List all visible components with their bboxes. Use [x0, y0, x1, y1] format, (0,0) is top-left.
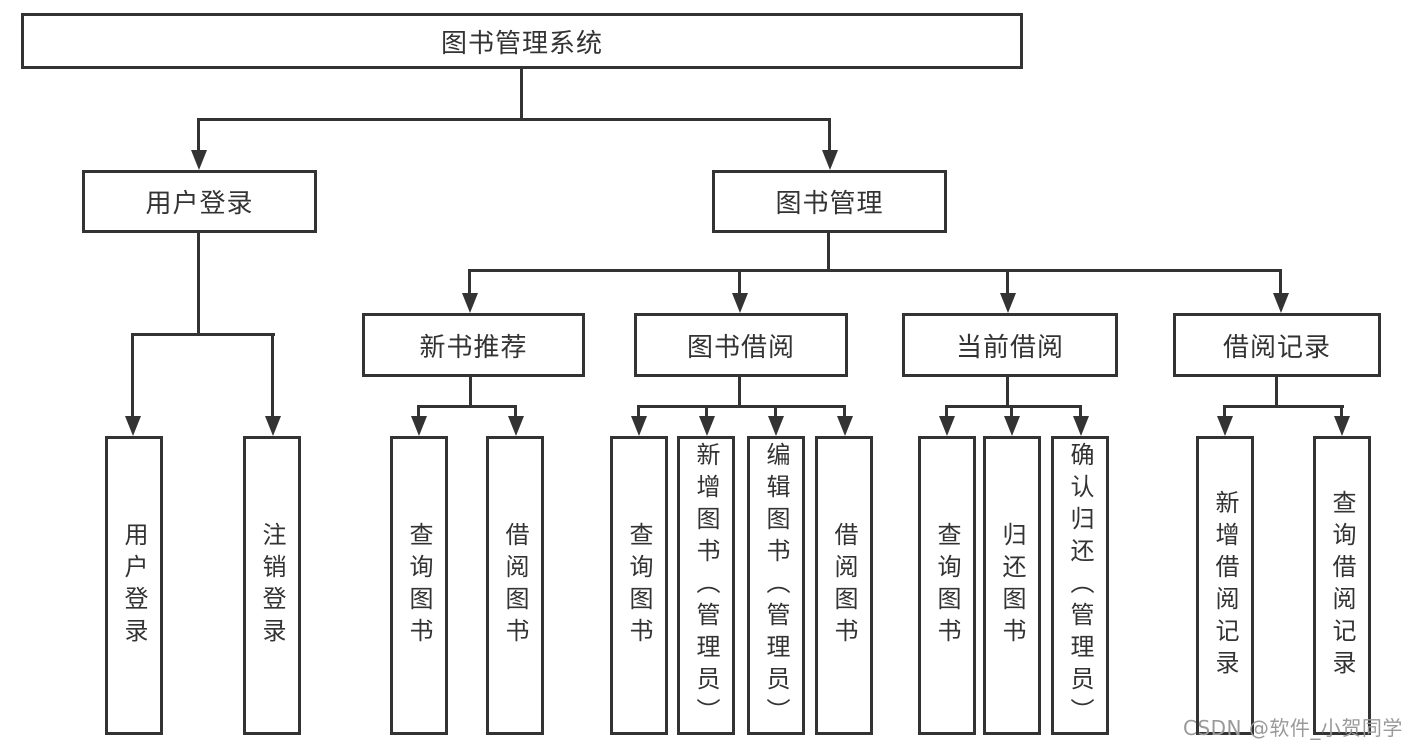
arrow-down-icon	[1217, 416, 1233, 436]
arrow-down-icon	[1334, 416, 1350, 436]
arrow-down-icon	[125, 416, 141, 436]
arrow-down-icon	[768, 416, 784, 436]
leaf-query-books-recommend: 查询图书	[390, 436, 448, 735]
connector-line	[637, 405, 640, 420]
connector-line	[1340, 405, 1343, 420]
leaf-label: 新增图书（管理员）	[692, 441, 720, 730]
node-user-login: 用户登录	[82, 170, 317, 233]
connector-line	[945, 405, 1082, 408]
leaf-query-books-current: 查询图书	[918, 436, 976, 735]
node-label: 图书管理系统	[440, 28, 603, 59]
leaf-label: 注销登录	[258, 521, 286, 650]
arrow-down-icon	[837, 416, 853, 436]
connector-line	[1006, 269, 1009, 297]
connector-line	[131, 333, 275, 336]
arrow-down-icon	[631, 416, 647, 436]
leaf-label: 查询图书	[405, 521, 433, 650]
arrow-down-icon	[462, 293, 478, 313]
connector-line	[827, 231, 830, 272]
leaf-label: 借阅图书	[501, 521, 529, 650]
connector-line	[1079, 405, 1082, 420]
leaf-user-login: 用户登录	[105, 436, 163, 735]
connector-line	[417, 405, 420, 420]
leaf-borrow-books-borrowing: 借阅图书	[815, 436, 873, 735]
node-label: 新书推荐	[419, 332, 528, 363]
arrow-down-icon	[1004, 416, 1020, 436]
connector-line	[131, 333, 134, 420]
leaf-query-books-borrowing: 查询图书	[610, 436, 668, 735]
arrow-down-icon	[265, 416, 281, 436]
leaf-label: 查询图书	[625, 521, 653, 650]
node-label: 当前借阅	[955, 332, 1064, 363]
connector-line	[271, 333, 274, 420]
connector-line	[945, 405, 948, 420]
leaf-return-book: 归还图书	[983, 436, 1041, 735]
connector-line	[843, 405, 846, 420]
connector-line	[1223, 405, 1344, 408]
connector-line	[705, 405, 708, 420]
connector-line	[1275, 375, 1278, 408]
node-label: 用户登录	[145, 189, 254, 219]
connector-line	[738, 269, 741, 297]
connector-line	[1010, 405, 1013, 420]
connector-line	[468, 269, 471, 297]
leaf-label: 确认归还（管理员）	[1066, 441, 1094, 730]
leaf-add-book-admin: 新增图书（管理员）	[677, 436, 735, 735]
connector-line	[197, 231, 200, 336]
node-borrow-records: 借阅记录	[1173, 313, 1381, 377]
arrow-down-icon	[508, 416, 524, 436]
connector-line	[774, 405, 777, 420]
connector-line	[1279, 269, 1282, 297]
connector-line	[197, 118, 831, 121]
arrow-down-icon	[732, 293, 748, 313]
leaf-label: 新增借阅记录	[1211, 489, 1239, 682]
connector-line	[514, 405, 517, 420]
arrow-down-icon	[939, 416, 955, 436]
arrow-down-icon	[1273, 293, 1289, 313]
connector-line	[417, 405, 517, 408]
arrow-down-icon	[191, 150, 207, 170]
leaf-borrow-books-recommend: 借阅图书	[486, 436, 544, 735]
node-label: 图书管理	[775, 189, 884, 219]
connector-line	[1223, 405, 1226, 420]
node-label: 图书借阅	[686, 332, 795, 363]
arrow-down-icon	[822, 150, 838, 170]
csdn-watermark: CSDN @软件_小贺同学	[1183, 716, 1403, 740]
leaf-confirm-return-admin: 确认归还（管理员）	[1051, 436, 1109, 735]
connector-line	[1006, 375, 1009, 408]
leaf-logout: 注销登录	[243, 436, 301, 735]
leaf-query-borrow-record: 查询借阅记录	[1313, 436, 1371, 735]
leaf-add-borrow-record: 新增借阅记录	[1196, 436, 1254, 735]
leaf-edit-book-admin: 编辑图书（管理员）	[747, 436, 805, 735]
leaf-label: 归还图书	[998, 521, 1026, 650]
node-book-borrowing: 图书借阅	[634, 313, 848, 377]
node-new-book-recommend: 新书推荐	[362, 313, 585, 377]
leaf-label: 用户登录	[120, 521, 148, 650]
arrow-down-icon	[699, 416, 715, 436]
connector-line	[637, 405, 846, 408]
connector-line	[197, 118, 200, 154]
connector-line	[738, 375, 741, 408]
leaf-label: 查询借阅记录	[1328, 489, 1356, 682]
leaf-label: 查询图书	[933, 521, 961, 650]
arrow-down-icon	[1073, 416, 1089, 436]
leaf-label: 编辑图书（管理员）	[762, 441, 790, 730]
arrow-down-icon	[1000, 293, 1016, 313]
leaf-label: 借阅图书	[830, 521, 858, 650]
node-root-library-system: 图书管理系统	[21, 13, 1023, 69]
connector-line	[469, 375, 472, 408]
connector-line	[520, 67, 523, 121]
node-book-management: 图书管理	[712, 170, 947, 233]
connector-line	[828, 118, 831, 154]
arrow-down-icon	[411, 416, 427, 436]
node-current-borrowing: 当前借阅	[902, 313, 1118, 377]
node-label: 借阅记录	[1222, 332, 1331, 363]
connector-line	[468, 269, 1282, 272]
